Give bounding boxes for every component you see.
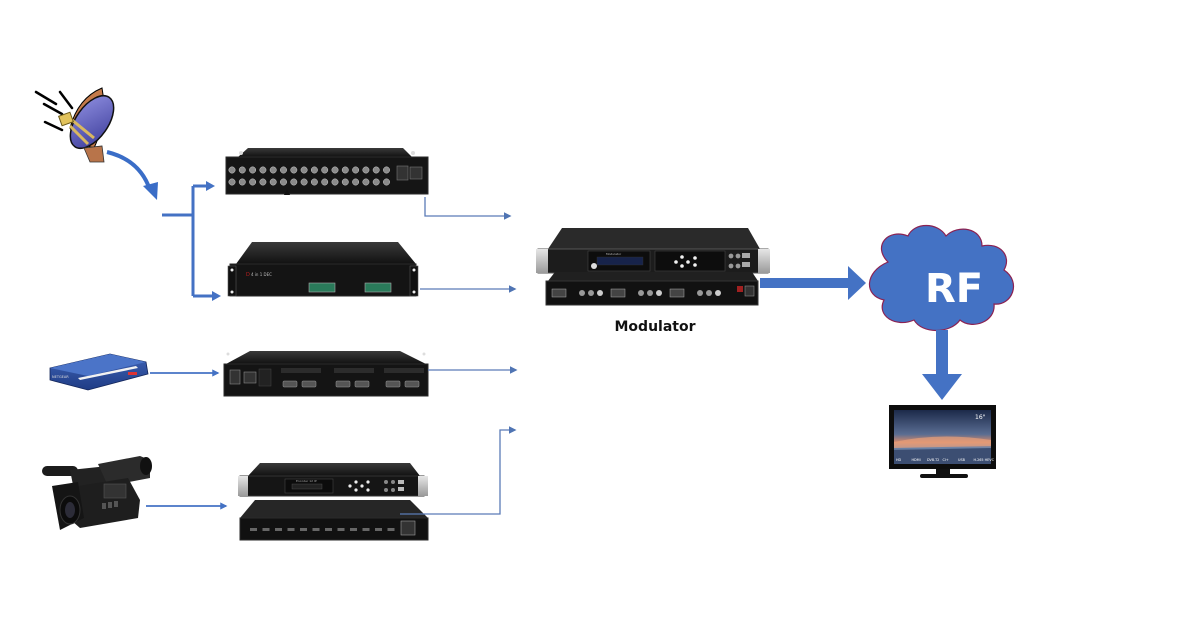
- rf-port: [228, 178, 236, 186]
- rf-port: [259, 178, 267, 186]
- rf-port: [290, 178, 298, 186]
- rf-port: [259, 166, 267, 174]
- rf-port: [331, 166, 339, 174]
- arrowhead: [206, 181, 215, 191]
- rf-port: [310, 166, 318, 174]
- hdmi-port: [312, 528, 320, 531]
- hdmi-encoder-device: Encoder 12 IP: [238, 463, 429, 541]
- vga-port: [404, 380, 420, 388]
- rf-port: [249, 166, 257, 174]
- vga-port: [282, 380, 298, 388]
- rf-port: [352, 166, 360, 174]
- modulator-lcd-text: Modulator: [606, 252, 622, 256]
- rf-port: [280, 178, 287, 186]
- bnc-port: [706, 290, 712, 296]
- decoder-device: D 4 in 1 DEC: [227, 242, 419, 297]
- rf-port: [331, 178, 339, 186]
- satellite-dish-icon: [34, 87, 115, 163]
- hdmi-port: [325, 528, 332, 531]
- rf-port: [249, 178, 257, 186]
- vga-encoder-device: [223, 351, 429, 397]
- receiver-output-line: [424, 197, 512, 220]
- vga-port: [354, 380, 370, 388]
- svg-text:D: D: [246, 272, 250, 278]
- vent-grille: [334, 368, 374, 373]
- vent-grille: [281, 368, 321, 373]
- bnc-port: [697, 290, 703, 296]
- rf-port: [383, 178, 390, 186]
- ird-receiver-device: [225, 148, 429, 195]
- hdmi-port: [362, 528, 370, 531]
- hdmi-port: [300, 528, 307, 531]
- arrowhead: [212, 291, 221, 301]
- tv-feature-badge: H.265 HEVC: [974, 458, 995, 462]
- rf-port: [310, 178, 318, 186]
- hdmi-port: [350, 528, 357, 531]
- rf-port: [372, 166, 380, 174]
- network-switch-icon: NETGEAR: [49, 353, 149, 391]
- tv-feature-badge: CI+: [943, 458, 949, 462]
- bnc-port: [647, 290, 653, 296]
- rf-port: [238, 178, 246, 186]
- hdmi-port: [387, 528, 395, 531]
- dish-down-arrow: [106, 150, 158, 200]
- rf-port: [269, 178, 277, 186]
- bnc-port: [715, 290, 721, 296]
- hdmi-port: [250, 528, 257, 531]
- rf-port: [300, 178, 308, 186]
- rf-port: [269, 166, 277, 174]
- tv-feature-badge: HD: [896, 458, 902, 462]
- bnc-port: [588, 290, 594, 296]
- rf-port: [290, 166, 298, 174]
- rf-port: [362, 166, 370, 174]
- rf-port: [341, 178, 349, 186]
- rf-port: [372, 178, 380, 186]
- vga-port: [301, 380, 317, 388]
- splitter-connector: [162, 184, 214, 298]
- ethernet-port: [551, 288, 567, 298]
- ethernet-port: [669, 288, 685, 298]
- rf-port: [352, 178, 360, 186]
- hdmi-port: [337, 528, 345, 531]
- rf-port: [321, 166, 329, 174]
- video-camera-icon: [42, 456, 152, 530]
- tv-feature-badge: HDMI: [912, 458, 921, 462]
- hdmi-port: [262, 528, 270, 531]
- decoder-front-text: 4 in 1 DEC: [251, 272, 272, 277]
- modulator-device: Modulator: [536, 228, 770, 306]
- rf-port: [228, 166, 236, 174]
- rf-to-tv-arrow: [922, 330, 962, 400]
- rf-cloud: RF: [868, 224, 1015, 332]
- rf-label: RF: [925, 266, 983, 312]
- rf-port: [300, 166, 308, 174]
- hdmi-encoder-output-line: [400, 426, 517, 515]
- vga-port: [385, 380, 401, 388]
- rf-port: [383, 166, 390, 174]
- hdmi-port: [275, 528, 282, 531]
- tv-size-badge: 16": [975, 414, 986, 421]
- rf-port: [321, 178, 329, 186]
- modulator-to-rf-arrow: [760, 266, 866, 300]
- television-icon: 16" HD HDMI DVB-T2 CI+ USB H.265 HEVC: [889, 405, 996, 478]
- bnc-port: [579, 290, 585, 296]
- hdmi-port: [375, 528, 382, 531]
- rf-port: [341, 166, 349, 174]
- bnc-port: [597, 290, 603, 296]
- rf-port: [238, 166, 246, 174]
- vga-port: [335, 380, 351, 388]
- hdmi-encoder-lcd-text: Encoder 12 IP: [296, 479, 317, 483]
- tv-feature-badge: USB: [958, 458, 966, 462]
- rf-port: [362, 178, 370, 186]
- ethernet-port: [610, 288, 626, 298]
- switch-brand-label: NETGEAR: [52, 375, 69, 379]
- vent-grille: [384, 368, 424, 373]
- bnc-port: [638, 290, 644, 296]
- bnc-port: [656, 290, 662, 296]
- modulator-label: Modulator: [615, 319, 696, 335]
- tv-feature-badge: DVB-T2: [927, 458, 939, 462]
- rf-port: [280, 166, 287, 174]
- hdmi-port: [287, 528, 295, 531]
